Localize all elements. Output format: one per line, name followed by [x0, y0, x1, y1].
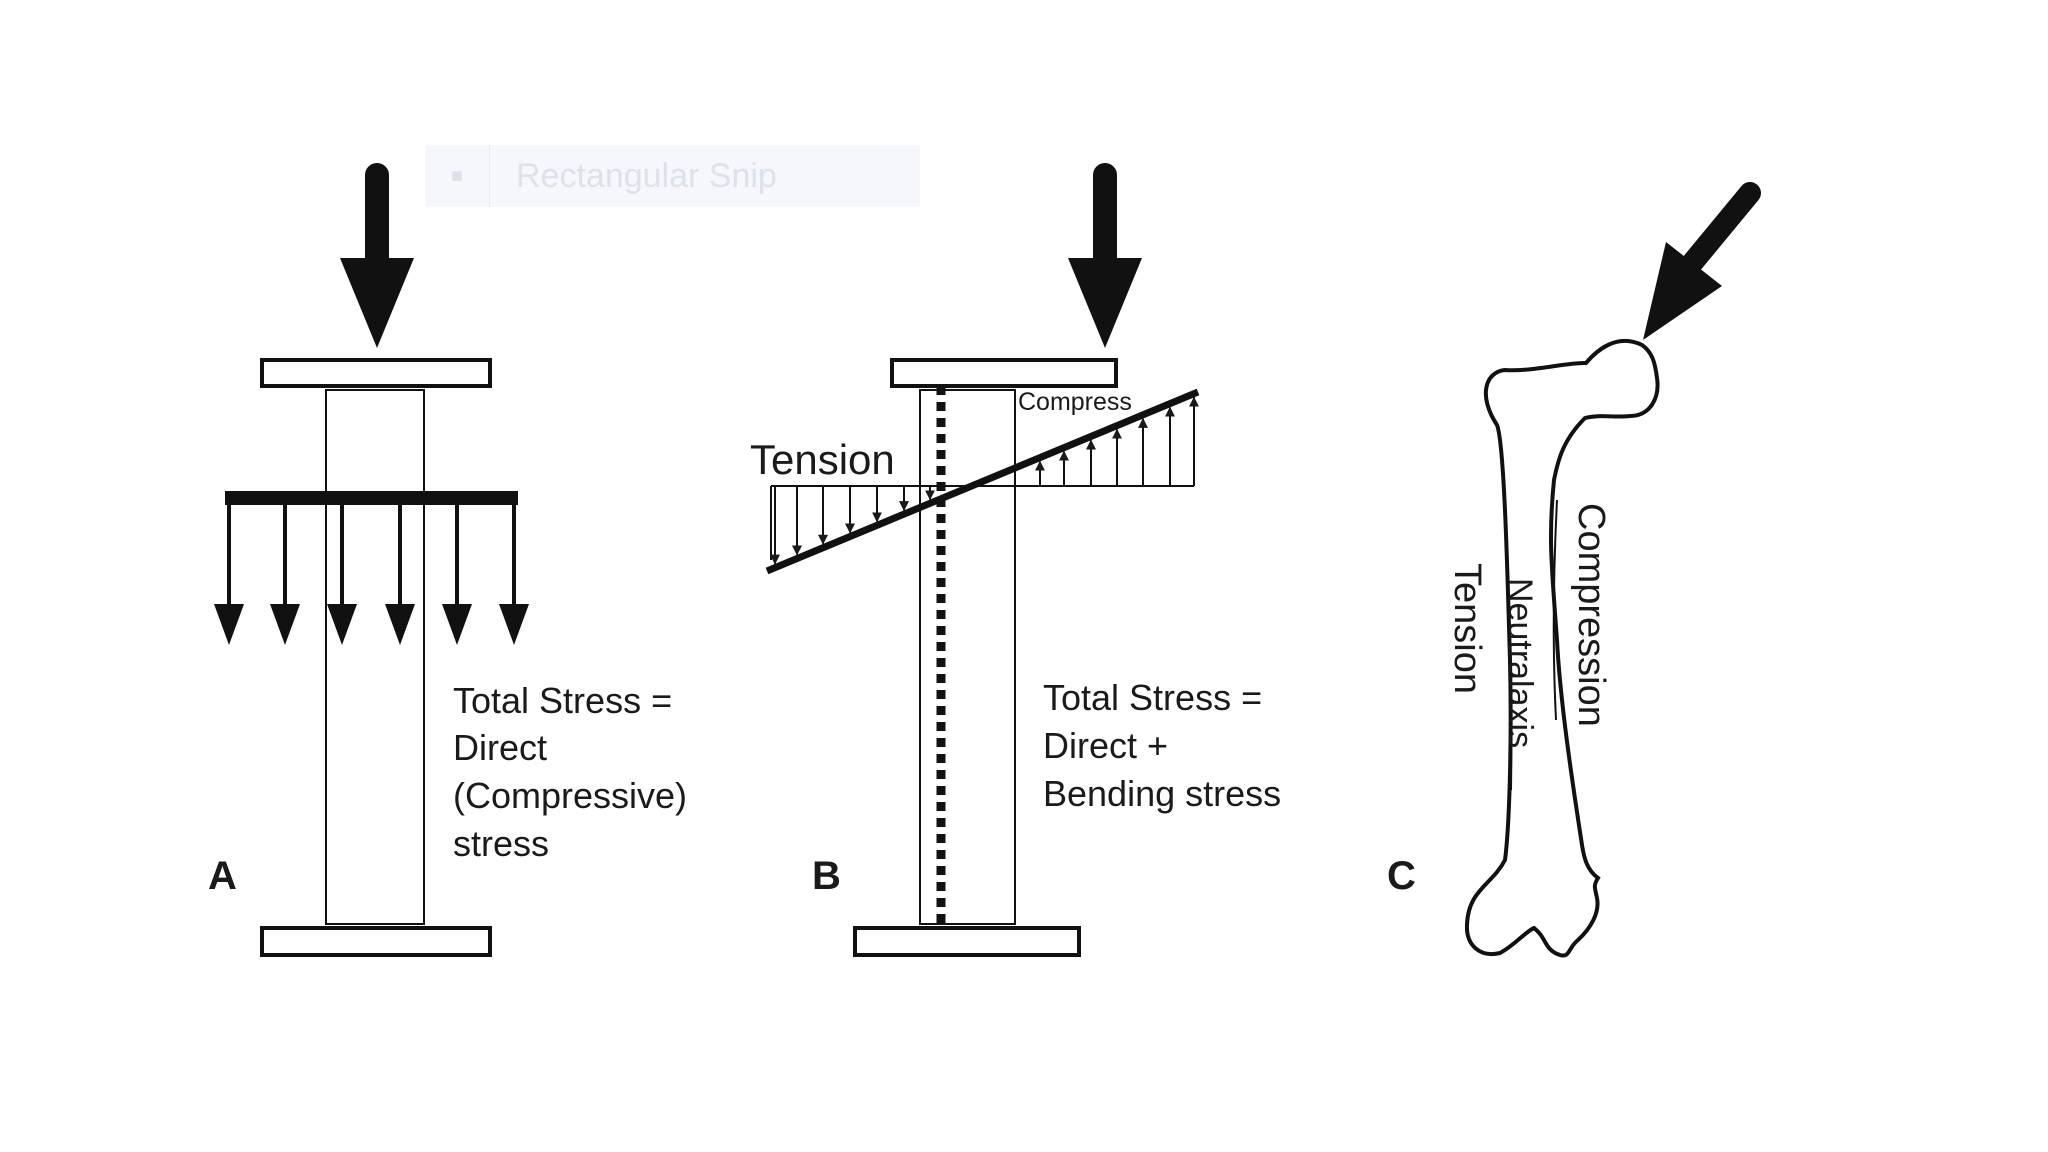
load-arrow-b [1068, 163, 1142, 348]
stress-arrow-head [327, 604, 357, 645]
column-a [325, 389, 425, 925]
snip-mode-icon: ■ [425, 145, 490, 207]
bottom-plate-a [260, 926, 492, 957]
caption-a-line-1: Total Stress = [453, 680, 672, 721]
panel-label-b: B [812, 854, 841, 898]
caption-a: Total Stress = Direct (Compressive) stre… [453, 680, 697, 864]
caption-b-line-1: Total Stress = [1043, 677, 1262, 718]
bottom-plate-b [853, 926, 1081, 957]
caption-b: Total Stress = Direct + Bending stress [1043, 677, 1281, 814]
top-plate-a [260, 358, 492, 388]
neutral-axis-line [1507, 571, 1513, 791]
uniform-stress-arrows [214, 491, 529, 645]
tension-label-b: Tension [750, 436, 895, 483]
stress-arrow-head [270, 604, 300, 645]
stress-arrow-head [442, 604, 472, 645]
bending-stress-diagram [765, 388, 1200, 575]
panel-label-c: C [1387, 854, 1416, 898]
caption-a-line-4: stress [453, 823, 549, 864]
stress-arrow-head [385, 604, 415, 645]
panel-a: A Total Stress = Direct (Compressive) st… [208, 163, 697, 957]
femur-outline [1464, 338, 1660, 958]
neutral-axis-label-c: Neutralaxis [1501, 578, 1539, 748]
column-b [919, 389, 1016, 925]
snip-mode-label: Rectangular Snip [516, 156, 777, 195]
caption-a-line-3: (Compressive) [453, 775, 687, 816]
load-arrow-c [1643, 182, 1761, 340]
caption-b-line-2: Direct + [1043, 725, 1168, 766]
stress-arrow-head [214, 604, 244, 645]
compress-label-b: Compress [1018, 388, 1132, 416]
caption-b-line-3: Bending stress [1043, 773, 1281, 814]
panel-b: Tension Compress B Total Stress = Direct… [750, 163, 1281, 957]
load-arrow-a [340, 163, 414, 348]
panel-c: Tension Neutralaxis Compression C [1387, 182, 1761, 958]
caption-a-line-2: Direct [453, 727, 547, 768]
top-plate-b [890, 358, 1118, 388]
compression-label-c: Compression [1570, 503, 1612, 727]
tension-label-c: Tension [1446, 563, 1488, 694]
compression-line [1552, 499, 1558, 721]
panel-label-a: A [208, 854, 237, 898]
stress-arrow-head [499, 604, 529, 645]
snip-toolbar-ghost: ■ Rectangular Snip [425, 145, 920, 207]
